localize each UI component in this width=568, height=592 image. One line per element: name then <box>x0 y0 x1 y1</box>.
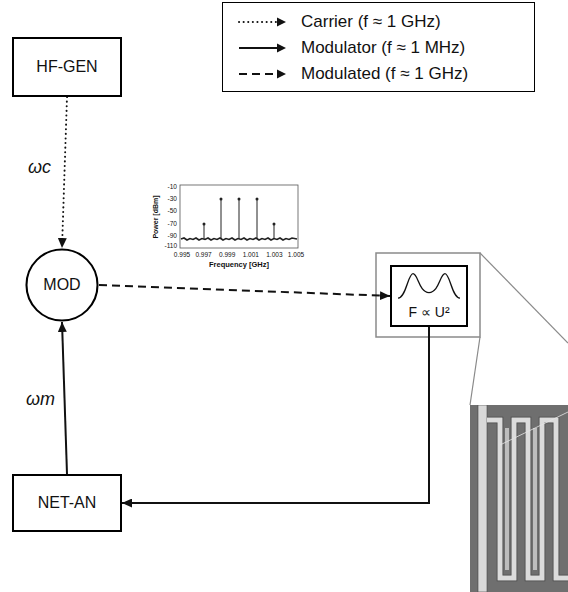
legend-sample <box>237 67 287 81</box>
tick-label: 0.999 <box>219 252 235 259</box>
analyzer-box: NET-AN <box>12 474 122 532</box>
legend-row: Carrier (f ≈ 1 GHz) <box>237 11 441 33</box>
legend-sample <box>237 41 287 55</box>
tick-label: -90 <box>168 233 177 240</box>
axis-title: Power [dBm] <box>152 195 159 238</box>
tick-label: -10 <box>168 184 177 191</box>
tick-label: -50 <box>168 208 177 215</box>
legend-text: Modulator (f ≈ 1 MHz) <box>301 38 465 58</box>
modulator-line <box>62 322 67 474</box>
legend-text: Modulated (f ≈ 1 GHz) <box>301 64 468 84</box>
legend-arrowhead <box>277 70 286 79</box>
legend-text: Carrier (f ≈ 1 GHz) <box>301 12 441 32</box>
tick-label: -110 <box>164 243 177 250</box>
tick-label: 1.001 <box>243 252 259 259</box>
legend-line <box>239 47 278 49</box>
micrograph <box>470 405 568 592</box>
node-label: F ∝ U² <box>408 304 449 320</box>
generator-box: HF-GEN <box>12 37 122 97</box>
modulated-line <box>99 285 390 296</box>
legend-line <box>239 21 278 23</box>
legend-arrowhead <box>277 18 286 27</box>
axis-title: Frequency [GHz] <box>209 261 269 269</box>
carrier-line <box>62 97 67 248</box>
spectrum-plot <box>180 185 298 248</box>
zoom-frame <box>376 253 480 337</box>
tick-label: -70 <box>168 220 177 227</box>
legend-sample <box>237 15 287 29</box>
resonator-box: F ∝ U² <box>390 265 468 327</box>
resonance-curve <box>398 274 460 298</box>
tick-label: 1.005 <box>288 252 304 259</box>
resonance-curve <box>392 269 466 301</box>
legend-arrowhead <box>277 44 286 53</box>
node-label: MOD <box>43 276 80 294</box>
node-label: NET-AN <box>38 494 97 512</box>
modulator-circle: MOD <box>25 248 99 322</box>
legend-row: Modulated (f ≈ 1 GHz) <box>237 63 468 85</box>
response-line <box>122 327 429 503</box>
zoom-line <box>480 253 568 343</box>
zoom-line <box>470 337 480 405</box>
signal-label: ωc <box>28 158 51 176</box>
legend-box: Carrier (f ≈ 1 GHz) Modulator (f ≈ 1 MHz)… <box>222 2 535 92</box>
tick-label: 0.997 <box>195 252 211 259</box>
tick-label: 0.995 <box>174 252 190 259</box>
legend-line <box>239 73 278 75</box>
legend-row: Modulator (f ≈ 1 MHz) <box>237 37 465 59</box>
node-label: HF-GEN <box>36 58 97 76</box>
circle-outline <box>26 249 97 320</box>
tick-label: -30 <box>168 196 177 203</box>
tick-label: 1.003 <box>266 252 282 259</box>
signal-label: ωm <box>26 390 55 408</box>
